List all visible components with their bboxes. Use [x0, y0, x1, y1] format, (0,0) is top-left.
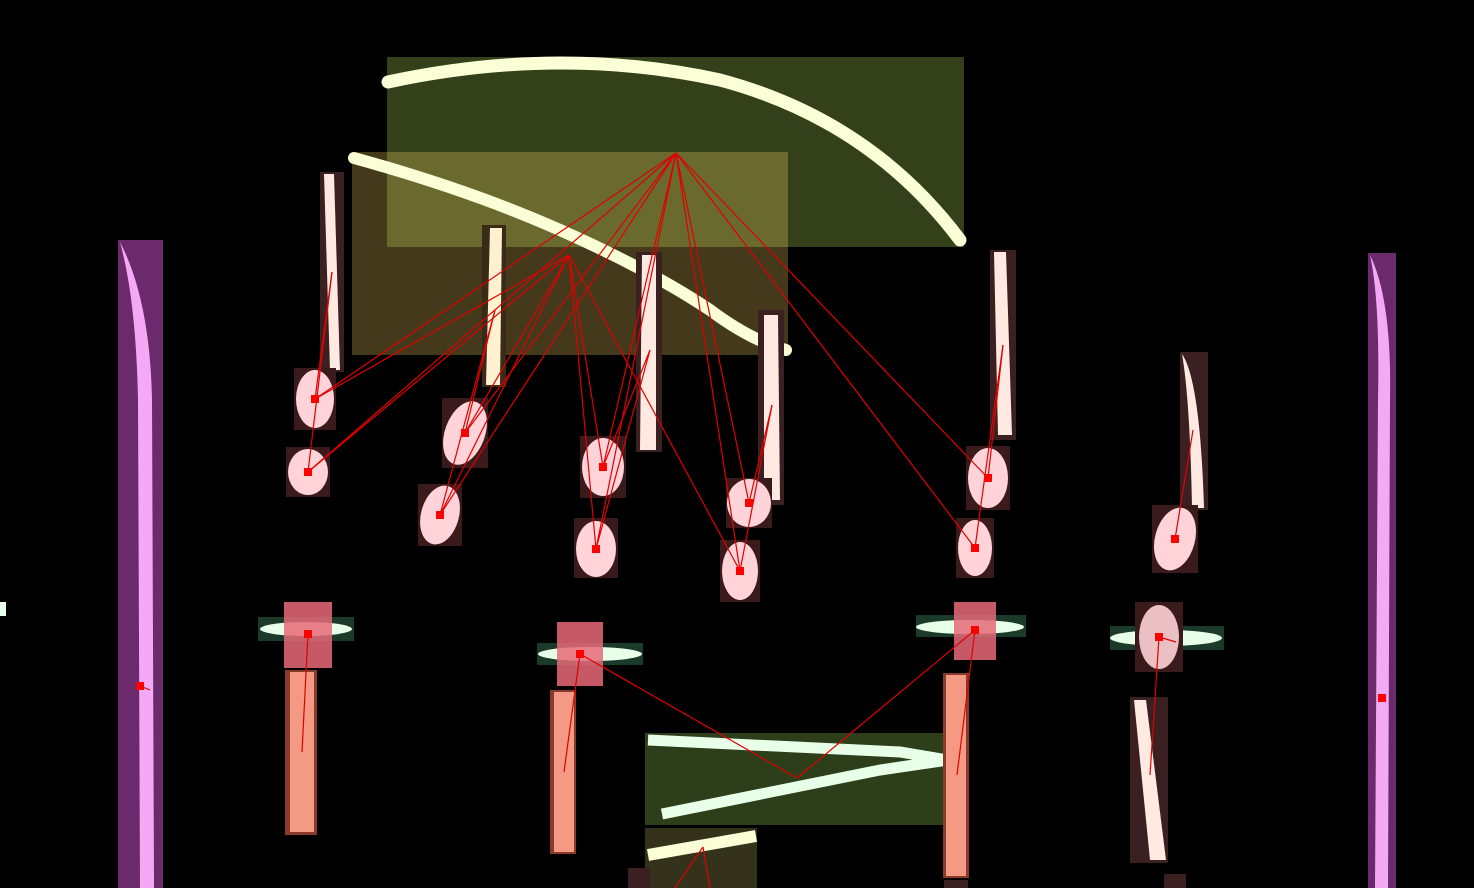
anchor-point-2: [304, 468, 312, 476]
relation-link-12: [307, 254, 570, 473]
anchor-point-3: [461, 429, 469, 437]
relation-link-6: [595, 152, 677, 550]
stem-2: [486, 228, 502, 385]
edge-fragment-bottom-3: [944, 880, 968, 888]
relation-link-29: [579, 653, 798, 779]
edge-fragment-left: [0, 602, 6, 616]
relation-link-24: [748, 404, 773, 504]
staff-bar-left: [120, 242, 154, 888]
edge-fragments: [0, 602, 1186, 888]
staff-bar-right: [1370, 255, 1391, 888]
relation-link-28: [1174, 429, 1194, 540]
relation-link-16: [568, 254, 597, 550]
anchor-point-5: [599, 463, 607, 471]
relation-link-1: [314, 152, 677, 400]
relation-link-32: [563, 653, 581, 773]
note-heads: [286, 368, 1198, 602]
staff-anchor-right: [1378, 694, 1386, 702]
relation-link-10: [675, 152, 976, 549]
relation-link-36: [674, 846, 704, 888]
relation-link-4: [439, 152, 677, 516]
relation-link-15: [568, 254, 604, 468]
relation-links: [139, 152, 1194, 888]
stem-7: [1134, 700, 1166, 860]
relation-link-14: [439, 254, 570, 516]
anchor-points: [304, 395, 1179, 658]
relation-link-37: [702, 846, 711, 888]
beam-curve-top: [381, 56, 967, 247]
relation-link-19: [307, 271, 333, 473]
relation-link-11: [314, 254, 570, 400]
relation-link-30: [796, 629, 976, 779]
relation-link-8: [675, 152, 741, 572]
relation-link-22: [602, 349, 651, 468]
anchor-point-4: [436, 511, 444, 519]
anchor-point-11: [1171, 535, 1179, 543]
relation-link-13: [464, 254, 570, 434]
relation-link-27: [974, 344, 1004, 549]
red-note-boxes: [284, 602, 1183, 686]
relation-link-34: [1149, 636, 1160, 776]
anchor-point-7: [745, 499, 753, 507]
relation-link-9: [675, 152, 989, 479]
anchor-point-10: [971, 544, 979, 552]
relation-link-17: [568, 254, 741, 572]
beam-shapes: [348, 56, 967, 861]
anchor-point-13: [576, 650, 584, 658]
anchor-point-1: [311, 395, 319, 403]
anchor-point-6: [592, 545, 600, 553]
relation-link-7: [675, 152, 750, 504]
anchor-point-14: [971, 626, 979, 634]
anchor-point-9: [984, 474, 992, 482]
edge-fragment-bottom-2: [1164, 874, 1186, 888]
beam-lower-lower: [660, 754, 949, 820]
beam-curve-middle: [348, 152, 792, 356]
orange-stem-3: [946, 675, 966, 876]
relation-link-38: [139, 685, 151, 691]
relation-link-2: [307, 152, 677, 473]
relation-link-3: [464, 152, 677, 434]
anchor-point-15: [1155, 633, 1163, 641]
beam-region-box-overlap: [387, 152, 788, 247]
anchor-point-8: [736, 567, 744, 575]
staff-bars: [118, 240, 1396, 888]
relation-link-21: [439, 309, 496, 516]
stem-3: [640, 255, 656, 450]
relation-link-23: [595, 349, 651, 550]
relation-link-31: [301, 633, 309, 753]
beam-bottom: [646, 830, 758, 861]
horizontal-marks: [258, 615, 1224, 665]
relation-link-33: [956, 629, 976, 776]
relation-link-25: [739, 404, 773, 572]
anchor-point-12: [304, 630, 312, 638]
edge-fragment-bottom-1: [628, 868, 650, 888]
relation-link-5: [602, 152, 677, 468]
